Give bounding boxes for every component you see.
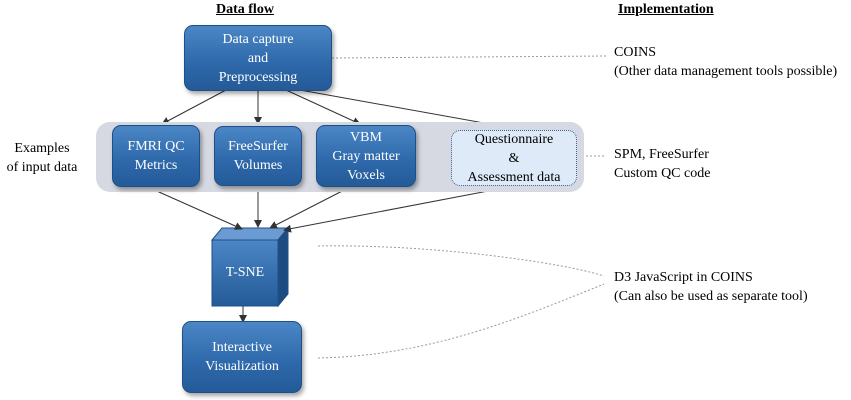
examples-label-line-1: Examples (14, 141, 70, 156)
implementation-spm-line-2: Custom QC code (614, 166, 711, 181)
implementation-d3: D3 JavaScript in COINS (Can also be used… (614, 268, 808, 306)
node-fmri-qc-line-2: Metrics (134, 158, 178, 173)
examples-of-input-data-label: Examples of input data (0, 139, 84, 177)
arrow-vbm-to-tsne (269, 185, 353, 229)
dotted-connector-d3-top (317, 245, 605, 277)
implementation-d3-line-1: D3 JavaScript in COINS (614, 270, 753, 285)
node-fmri-qc-line-1: FMRI QC (127, 139, 185, 154)
arrow-questionnaire-to-tsne (283, 185, 515, 233)
node-vbm-line-3: Voxels (347, 167, 385, 183)
implementation-coins-line-2: (Other data management tools possible) (614, 64, 838, 79)
implementation-header: Implementation (618, 2, 714, 17)
node-freesurfer-line-2: Volumes (233, 158, 283, 173)
arrow-capture-to-questionnaire (299, 89, 513, 131)
implementation-spm-freesurfer: SPM, FreeSurfer Custom QC code (614, 145, 710, 183)
node-vbm-line-2: Gray matter (332, 148, 400, 164)
node-vbm: VBM Gray matter Voxels (316, 125, 416, 187)
node-interactive-visualization: Interactive Visualization (182, 321, 302, 393)
node-freesurfer-line-1: FreeSurfer (228, 139, 288, 154)
node-freesurfer: FreeSurfer Volumes (214, 126, 302, 186)
node-questionnaire-line-3: Assessment data (467, 169, 561, 185)
arrow-capture-to-vbm (285, 89, 361, 125)
implementation-d3-line-2: (Can also be used as separate tool) (614, 289, 808, 304)
node-data-capture-line-3: Preprocessing (218, 69, 298, 85)
node-data-capture-line-1: Data capture (222, 31, 294, 47)
node-visualization-line-2: Visualization (205, 359, 279, 374)
node-questionnaire-line-2: & (508, 150, 520, 166)
node-data-capture: Data capture and Preprocessing (184, 25, 332, 91)
arrow-fmri-to-tsne (149, 187, 243, 230)
arrow-capture-to-fmri (161, 89, 227, 125)
node-vbm-line-1: VBM (350, 129, 382, 145)
node-fmri-qc: FMRI QC Metrics (112, 125, 200, 187)
node-data-capture-line-2: and (247, 50, 269, 66)
data-flow-header: Data flow (216, 2, 274, 17)
examples-label-line-2: of input data (6, 160, 78, 175)
node-questionnaire-line-1: Questionnaire (474, 131, 554, 147)
tsne-cube (210, 226, 290, 308)
implementation-coins: COINS (Other data management tools possi… (614, 43, 837, 81)
implementation-coins-line-1: COINS (614, 45, 657, 60)
node-tsne: T-SNE (225, 265, 265, 280)
dotted-connector-d3-bottom (317, 283, 605, 359)
node-visualization-line-1: Interactive (212, 340, 272, 355)
implementation-spm-line-1: SPM, FreeSurfer (614, 147, 709, 162)
node-questionnaire: Questionnaire & Assessment data (451, 130, 577, 186)
dotted-connector-coins (331, 55, 607, 59)
